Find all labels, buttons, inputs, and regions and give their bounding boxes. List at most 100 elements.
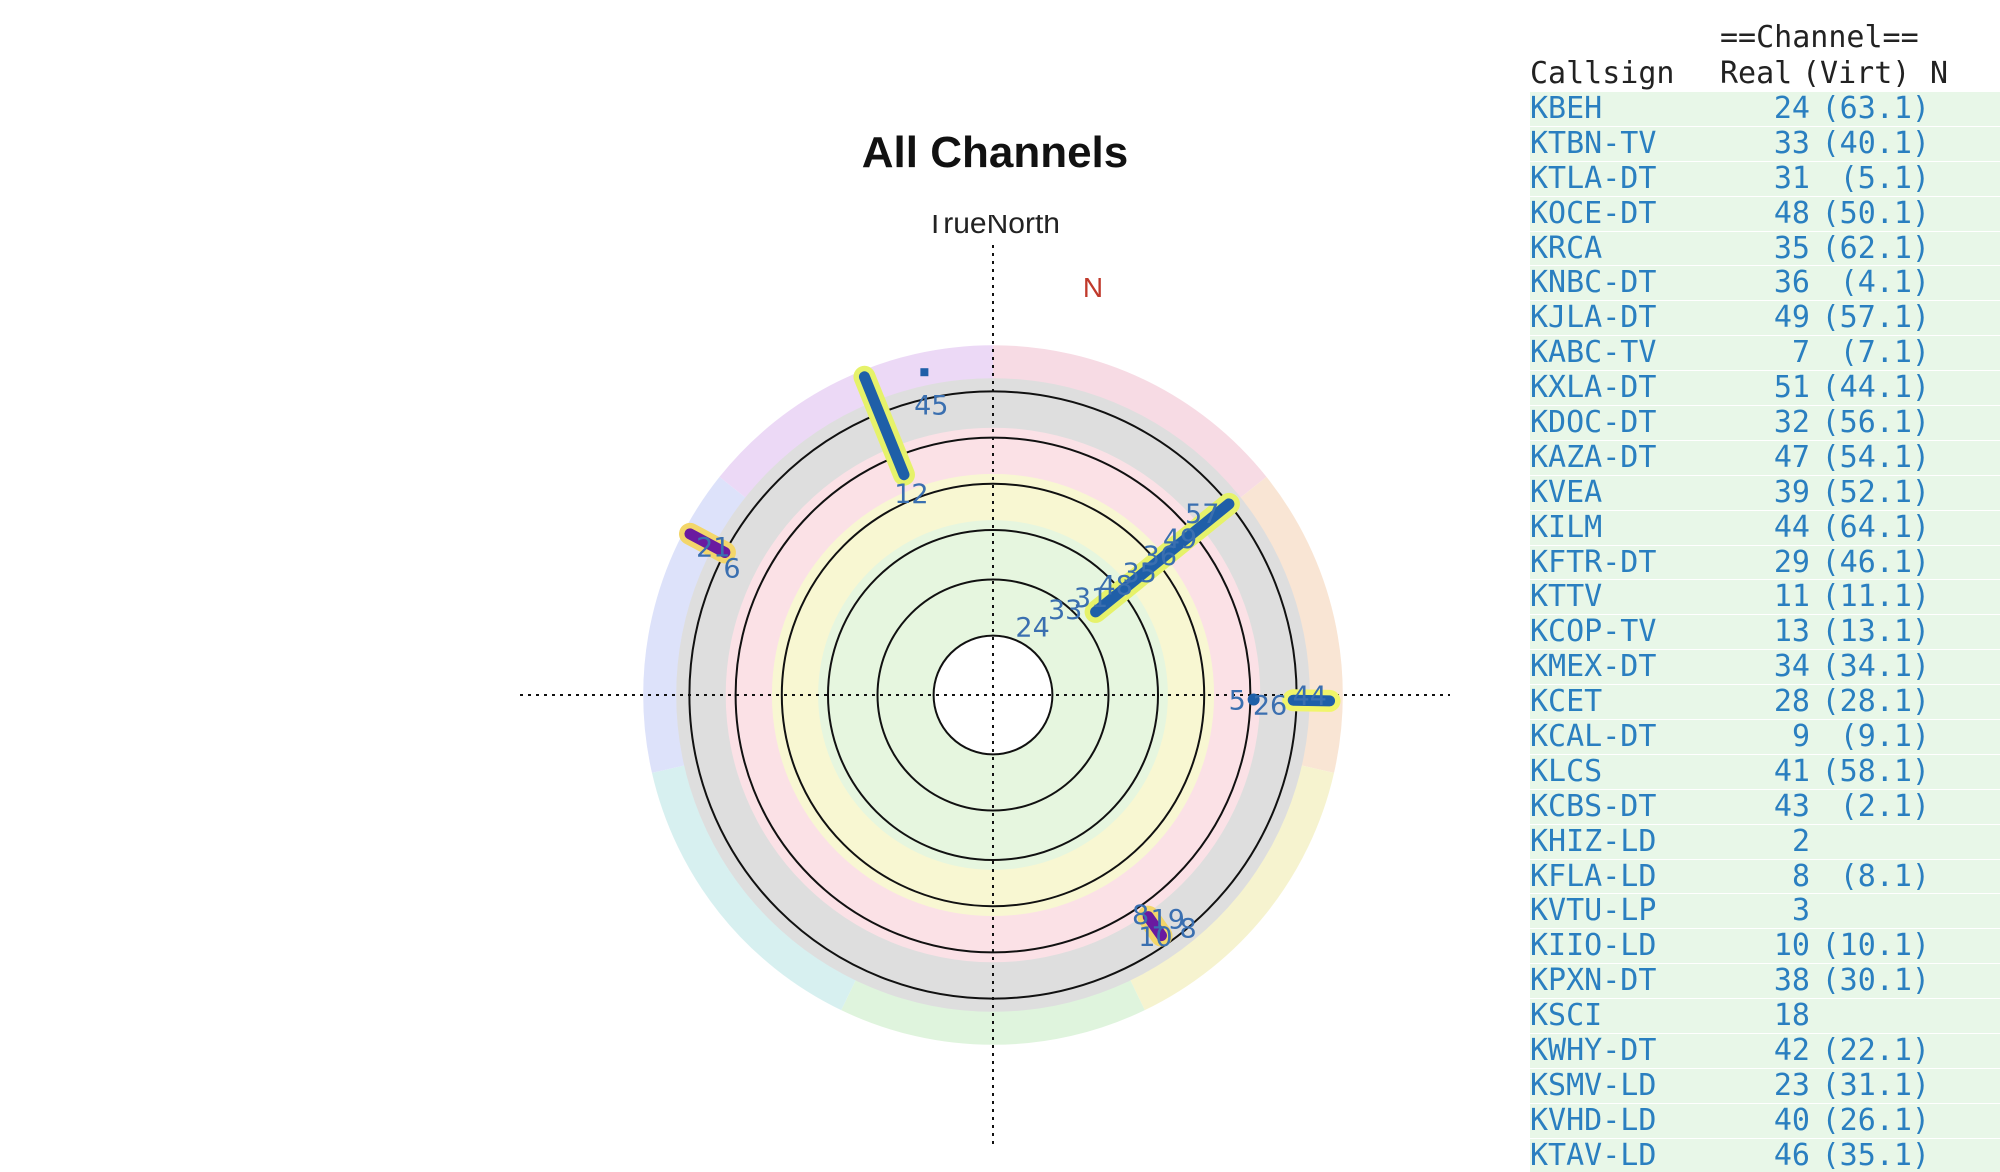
virtual-channel: (10.1) [1821,928,1930,964]
real-channel: 41 [1773,753,1810,789]
channel-dot [920,368,929,377]
callsign-link[interactable]: KFLA-LD [1530,858,1657,894]
table-row[interactable]: KSCI 18 [1530,998,2000,1035]
header-extra[interactable]: N [1930,56,1949,91]
callsign-link[interactable]: KIIO-LD [1530,928,1657,964]
real-channel: 18 [1773,998,1810,1034]
callsign-link[interactable]: KSMV-LD [1530,1067,1657,1103]
callsign-link[interactable]: KAZA-DT [1530,439,1657,475]
callsign-link[interactable]: KPXN-DT [1530,963,1657,999]
channel-label: 45 [914,390,948,421]
real-channel: 40 [1773,1102,1810,1138]
channel-label: 21 [696,532,730,563]
virtual-channel: (30.1) [1821,963,1930,999]
callsign-link[interactable]: KNBC-DT [1530,265,1657,301]
channel-label: 36 [1143,541,1177,572]
callsign-link[interactable]: KMEX-DT [1530,649,1657,685]
channel-dot [1247,693,1260,706]
real-channel: 29 [1773,544,1810,580]
channel-marks [678,365,1341,947]
callsign-link[interactable]: KABC-TV [1530,335,1657,371]
virtual-channel: (34.1) [1821,649,1930,685]
callsign-link[interactable]: KHIZ-LD [1530,823,1657,859]
header-callsign[interactable]: Callsign [1530,56,1675,91]
callsign-link[interactable]: KRCA [1530,230,1603,266]
channel-label: 35 [1122,558,1156,589]
channel-label: 5 [1229,685,1246,716]
callsign-link[interactable]: KXLA-DT [1530,370,1657,406]
callsign-link[interactable]: KTTV [1530,579,1603,615]
real-channel: 8 [1791,858,1810,894]
channel-title: ==Channel== [1720,20,1919,55]
table-row[interactable]: KILM 44 (64.1) [1530,509,2000,546]
callsign-link[interactable]: KLCS [1530,753,1603,789]
channel-group-header: ==Channel== [1530,20,2000,56]
true-north-label: TrueNorth [926,215,1060,240]
column-headers: Callsign Real (Virt) N [1530,56,2000,92]
callsign-link[interactable]: KSCI [1530,998,1603,1034]
virtual-channel: (57.1) [1821,300,1930,336]
channel-label: 10 [1138,922,1172,953]
channel-bar [1287,694,1336,707]
channel-label: 33 [1048,595,1082,626]
callsign-link[interactable]: KOCE-DT [1530,195,1657,231]
callsign-link[interactable]: KWHY-DT [1530,1033,1657,1069]
callsign-link[interactable]: KILM [1530,509,1603,545]
header-real[interactable]: Real [1720,56,1793,91]
table-row[interactable]: KJLA-DT 49 (57.1) [1530,300,2000,337]
callsign-link[interactable]: KJLA-DT [1530,300,1657,336]
real-channel: 42 [1773,1033,1810,1069]
callsign-link[interactable]: KVEA [1530,474,1603,510]
callsign-link[interactable]: KVTU-LP [1530,893,1657,929]
real-channel: 49 [1773,300,1810,336]
virtual-channel: (64.1) [1821,509,1930,545]
callsign-link[interactable]: KCAL-DT [1530,719,1657,755]
virtual-channel: (62.1) [1821,230,1930,266]
channel-label: 8 [1132,900,1149,931]
callsign-link[interactable]: KCOP-TV [1530,614,1657,650]
virtual-channel: (40.1) [1821,125,1930,161]
callsign-link[interactable]: KCBS-DT [1530,788,1657,824]
callsign-link[interactable]: KTBN-TV [1530,125,1657,161]
callsign-link[interactable]: KFTR-DT [1530,544,1657,580]
real-channel: 11 [1773,579,1810,615]
callsign-link[interactable]: KBEH [1530,91,1603,126]
callsign-link[interactable]: KVHD-LD [1530,1102,1657,1138]
callsign-link[interactable]: KTAV-LD [1530,1137,1657,1172]
callsign-link[interactable]: KDOC-DT [1530,405,1657,441]
header-virt[interactable]: (Virt) [1802,56,1911,91]
real-channel: 44 [1773,509,1810,545]
callsign-link[interactable]: KTLA-DT [1530,160,1657,196]
callsign-link[interactable]: KCET [1530,684,1603,720]
